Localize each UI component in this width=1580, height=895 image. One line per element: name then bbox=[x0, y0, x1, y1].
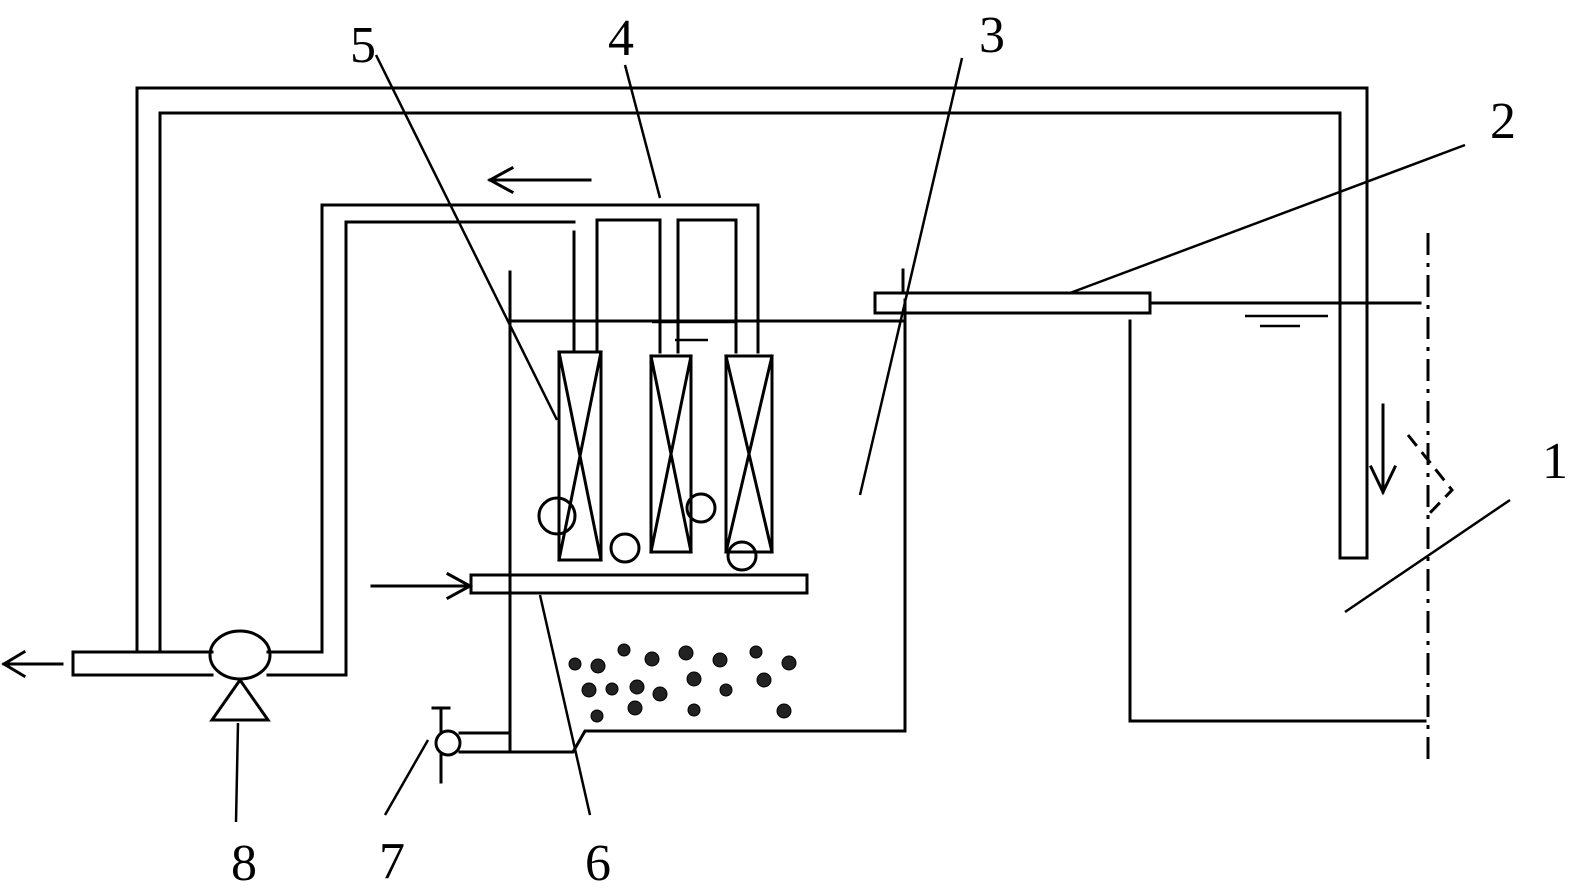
sludge-particles bbox=[568, 643, 797, 723]
label-6: 6 bbox=[585, 835, 611, 892]
label-5: 5 bbox=[350, 17, 376, 74]
pump-outlet-pipe bbox=[71, 203, 760, 677]
label-8: 8 bbox=[231, 835, 257, 892]
aerator-pipe-6 bbox=[370, 571, 809, 601]
air-bubbles bbox=[537, 492, 758, 572]
membrane-modules-5 bbox=[557, 350, 774, 562]
label-4: 4 bbox=[608, 10, 634, 67]
pump-8 bbox=[208, 629, 272, 722]
outer-return-pipe bbox=[135, 86, 1369, 652]
label-3: 3 bbox=[979, 7, 1005, 64]
membrane-connectors bbox=[572, 218, 738, 354]
label-1: 1 bbox=[1542, 433, 1568, 490]
arrow-down-right bbox=[1368, 403, 1398, 496]
label-7: 7 bbox=[379, 833, 405, 890]
part-labels: 1 2 3 4 5 6 7 8 bbox=[231, 7, 1568, 892]
arrow-outlet-left bbox=[1, 649, 64, 679]
valve-7 bbox=[431, 706, 512, 784]
leader-lines bbox=[234, 54, 1511, 823]
settling-tank-1 bbox=[1128, 233, 1454, 760]
overflow-weir-2 bbox=[873, 268, 1422, 315]
label-2: 2 bbox=[1490, 93, 1516, 150]
arrow-top-left bbox=[486, 165, 592, 195]
